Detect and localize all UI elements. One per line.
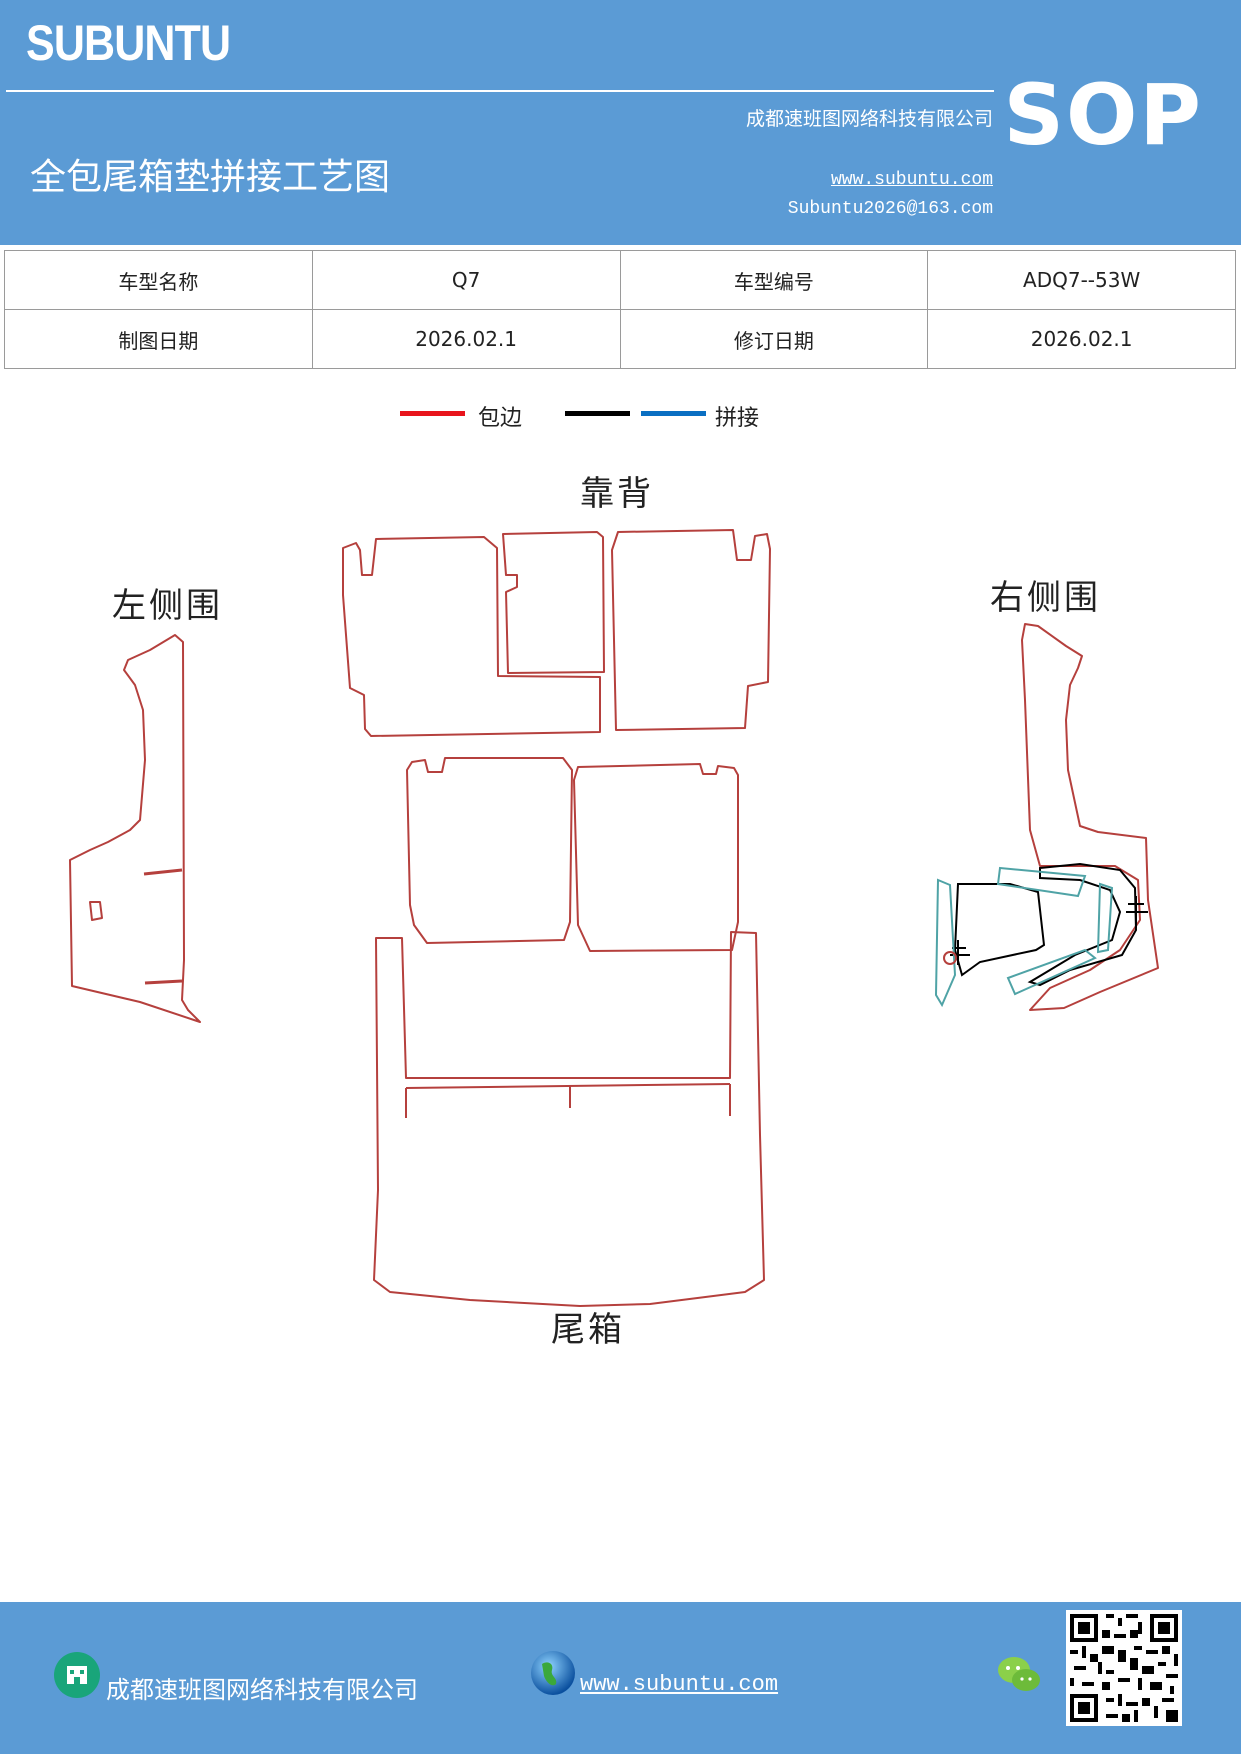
trunk-floor-piece — [373, 931, 765, 1307]
middle-right-piece — [573, 763, 739, 952]
header-divider — [6, 90, 994, 92]
trunk-seam — [405, 1083, 731, 1089]
model-code-label: 车型编号 — [619, 250, 929, 310]
building-icon — [54, 1652, 100, 1698]
right-side-teal-left — [934, 878, 957, 1008]
backrest-center-piece — [502, 531, 605, 674]
table-row: 车型名称 Q7 车型编号 ADQ7--53W — [4, 250, 1236, 310]
backrest-left-piece — [342, 536, 601, 737]
backrest-label: 靠背 — [580, 474, 654, 514]
qr-code-image — [1066, 1610, 1182, 1726]
footer-website[interactable]: www.subuntu.com — [580, 1672, 779, 1697]
middle-left-piece — [406, 757, 573, 944]
drawing-date-label: 制图日期 — [4, 309, 313, 369]
table-row: 制图日期 2026.02.1 修订日期 2026.02.1 — [4, 309, 1236, 369]
left-side-label: 左侧围 — [112, 586, 223, 626]
email-address[interactable]: Subuntu2026@163.com — [787, 199, 993, 219]
footer-company: 成都速班图网络科技有限公司 — [106, 1676, 418, 1704]
left-side-panel — [69, 634, 201, 1023]
right-side-teal-top — [996, 866, 1087, 898]
company-name: 成都速班图网络科技有限公司 — [745, 108, 993, 130]
right-side-black-inner — [1027, 862, 1138, 987]
qr-code — [1066, 1610, 1182, 1726]
revision-date-label: 修订日期 — [619, 309, 929, 369]
legend-swatch-splice — [641, 411, 706, 416]
model-name-label: 车型名称 — [4, 250, 313, 310]
header-banner: SUBUNTU 成都速班图网络科技有限公司 全包尾箱垫拼接工艺图 www.sub… — [0, 0, 1241, 245]
right-side-inner-black — [950, 862, 1148, 987]
legend: 包边 拼接 — [0, 400, 1241, 436]
model-code-value: ADQ7--53W — [927, 250, 1236, 310]
sop-label: SOP — [1003, 66, 1203, 164]
left-side-line-upper — [143, 868, 183, 876]
revision-date-value: 2026.02.1 — [927, 309, 1236, 369]
legend-swatch-black — [565, 411, 630, 416]
left-side-line-lower — [144, 979, 183, 985]
footer-banner: 成都速班图网络科技有限公司 www.subuntu.com — [0, 1602, 1241, 1754]
right-side-teal-right — [1096, 882, 1114, 954]
backrest-right-piece — [611, 529, 771, 731]
left-side-slot — [89, 901, 103, 921]
brand-logo: SUBUNTU — [26, 15, 231, 71]
right-side-panel — [1021, 623, 1159, 1011]
trunk-label: 尾箱 — [551, 1310, 625, 1350]
right-side-black-outline — [953, 883, 1046, 977]
legend-label-edging: 包边 — [478, 406, 523, 431]
right-side-mark-right — [1126, 896, 1148, 928]
legend-swatch-edging — [400, 411, 465, 416]
right-side-inner-teal — [934, 866, 1114, 1008]
page-title: 全包尾箱垫拼接工艺图 — [30, 157, 391, 198]
vehicle-info-table: 车型名称 Q7 车型编号 ADQ7--53W 制图日期 2026.02.1 修订… — [4, 250, 1236, 369]
globe-icon — [531, 1651, 575, 1695]
right-side-label: 右侧围 — [990, 578, 1101, 618]
right-side-teal-bottom — [1006, 948, 1097, 996]
right-side-hole — [943, 951, 957, 965]
wechat-icon[interactable] — [996, 1654, 1042, 1696]
model-name-value: Q7 — [311, 250, 621, 310]
website-link[interactable]: www.subuntu.com — [830, 170, 993, 190]
legend-label-splice: 拼接 — [715, 406, 760, 431]
drawing-date-value: 2026.02.1 — [311, 309, 621, 369]
